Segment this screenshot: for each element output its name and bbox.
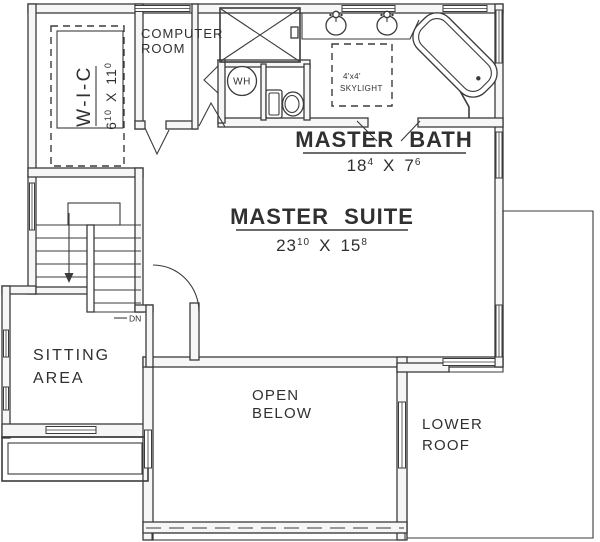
room-dimensions: 610X110 [103, 62, 119, 130]
skylight-annotation: 4'x4' SKYLIGHT [331, 43, 393, 107]
lower-roof-area: LOWER ROOF [422, 416, 483, 454]
wall-segment [217, 117, 369, 128]
room-label: AREA [33, 370, 85, 387]
wall-segment [134, 3, 144, 130]
toilet-icon [265, 89, 305, 119]
stairs-down-label: DN [129, 314, 141, 324]
stair-treads-right [94, 224, 141, 313]
doors [144, 65, 421, 313]
window [495, 131, 503, 179]
door-swing-icon [198, 101, 226, 128]
window [341, 5, 396, 12]
wall-segment [303, 63, 311, 121]
room-label: COMPUTER [141, 26, 223, 41]
wall-segment [189, 302, 200, 361]
window [495, 9, 503, 64]
wall-segment [396, 362, 450, 373]
deck-outline [1, 436, 149, 482]
wall-segment [134, 120, 146, 130]
window [144, 429, 152, 469]
deck-inner-wall [7, 442, 143, 475]
window [3, 386, 9, 411]
area-label: BELOW [252, 405, 312, 422]
door-swing-icon [144, 127, 170, 156]
door-swing-icon [152, 264, 200, 313]
shower-icon [219, 7, 301, 63]
wall-segment [1, 285, 11, 439]
window [442, 5, 488, 12]
wall-segment [260, 63, 267, 121]
bathtub-icon [412, 12, 498, 98]
stair-treads-left [36, 224, 87, 278]
skylight-label-line2: SKYLIGHT [340, 84, 383, 93]
windows [3, 5, 503, 469]
sink-icon [376, 10, 398, 36]
wall-segment [494, 3, 504, 368]
closet-shelf-dashed [50, 25, 125, 167]
sink-icon [325, 10, 347, 36]
room-label: MASTER BATH [295, 127, 472, 152]
wall-segment [145, 304, 154, 368]
area-label: OPEN [252, 387, 299, 404]
stairs: DN [36, 202, 141, 324]
stair-stringer [86, 224, 95, 313]
window [45, 426, 97, 434]
stair-landing [67, 202, 121, 226]
window [442, 358, 496, 366]
area-label: LOWER [422, 416, 483, 433]
walk-in-closet-room: W-I-C 610X110 [74, 62, 119, 130]
room-label: SITTING [33, 347, 110, 364]
door-swing-icon [203, 65, 219, 94]
area-label: ROOF [422, 437, 470, 454]
window [398, 401, 406, 469]
wall-segment [191, 3, 199, 130]
closet-shelving [50, 25, 125, 167]
sitting-area-room: SITTING AREA [33, 347, 110, 387]
computer-room: COMPUTER ROOM [141, 26, 223, 56]
closet-rod [56, 30, 124, 129]
vanity-counter [301, 13, 420, 40]
room-label: MASTER SUITE [230, 204, 414, 229]
window [29, 182, 35, 231]
wall-segment [27, 3, 37, 295]
window [3, 329, 9, 358]
wall-segment [217, 59, 226, 124]
roof-edge-strip [151, 532, 406, 541]
skylight-label-line1: 4'x4' [343, 72, 361, 81]
wall-segment [35, 286, 94, 295]
open-below-area: OPEN BELOW [252, 387, 312, 422]
down-arrow-icon [64, 213, 74, 283]
water-heater-icon: WH [226, 65, 258, 97]
door-swing-icon [356, 120, 421, 142]
window [134, 5, 191, 12]
window [495, 304, 503, 358]
wall-segment [27, 167, 144, 178]
room-label: W-I-C [74, 65, 95, 127]
room-label: ROOM [141, 41, 185, 56]
water-heater-label: WH [233, 77, 251, 88]
wall-segment [417, 117, 504, 128]
lower-roof-outline [406, 210, 594, 539]
